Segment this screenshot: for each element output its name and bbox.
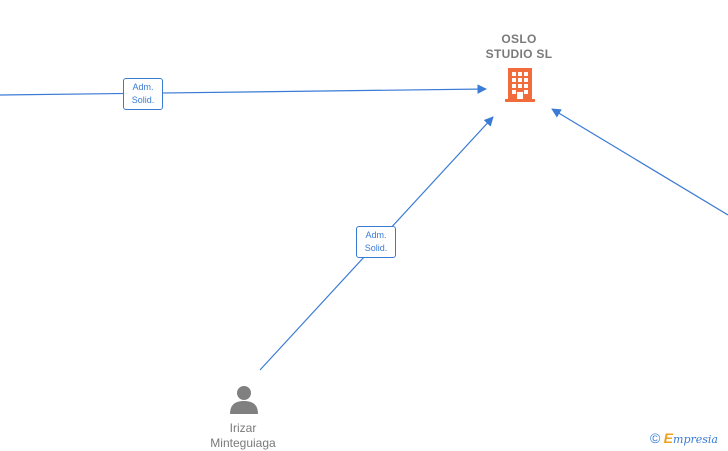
company-name-line1: OSLO (501, 32, 537, 46)
edge-label-left: Adm. Solid. (123, 78, 163, 110)
brand-rest: mpresia (673, 433, 718, 446)
edge-label-person-line2: Solid. (364, 243, 388, 253)
person-name-line2: Minteguiaga (210, 436, 276, 450)
edge-label-person: Adm. Solid. (356, 226, 396, 258)
copyright-icon: © (650, 430, 661, 446)
building-icon[interactable] (505, 68, 535, 107)
edge-label-left-line2: Solid. (131, 95, 155, 105)
edge-right-to-company (551, 108, 728, 216)
edge-label-left-line1: Adm. (132, 82, 154, 92)
brand-initial: E (663, 430, 674, 446)
person-node-label[interactable]: Irizar Minteguiaga (183, 421, 303, 451)
edge-label-person-line1: Adm. (365, 230, 387, 240)
empresia-watermark[interactable]: © Empresia (650, 430, 718, 446)
person-name-line1: Irizar (229, 421, 257, 435)
person-icon[interactable] (229, 384, 259, 419)
edge-left-to-company (0, 84, 487, 96)
company-node-label[interactable]: OSLO STUDIO SL (459, 32, 579, 62)
company-name-line2: STUDIO SL (485, 47, 553, 61)
